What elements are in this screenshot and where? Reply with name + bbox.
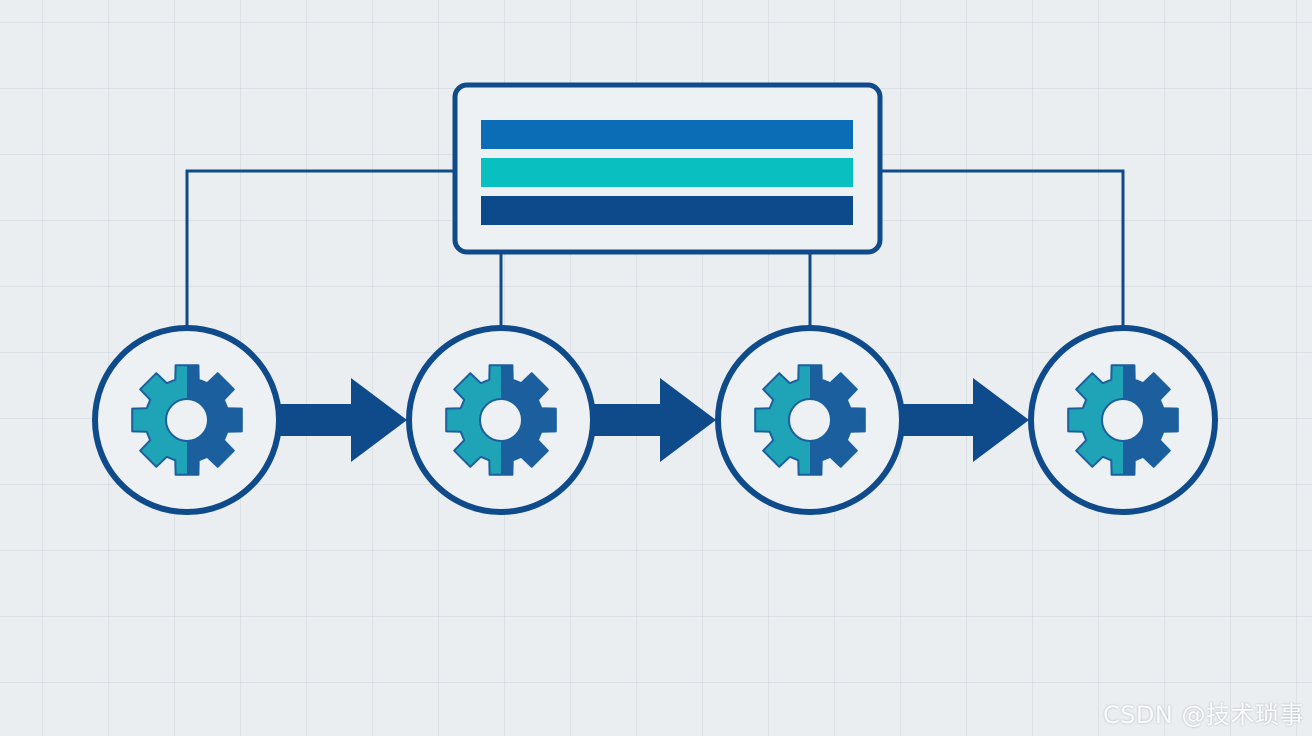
panel-bar-blue <box>481 120 853 149</box>
stacked-bars-icon <box>481 120 853 225</box>
arrow-gear-3-to-gear-4 <box>900 378 1029 462</box>
gear-hub-hole <box>165 398 209 442</box>
arrow-gear-1-to-gear-2 <box>277 378 407 462</box>
panel-bar-teal <box>481 158 853 187</box>
gear-nodes <box>92 325 1218 515</box>
watermark-text: CSDN @技术琐事 <box>1102 701 1304 729</box>
connector-panel-gear-4 <box>880 169 1125 326</box>
gear-hub-hole <box>1101 398 1145 442</box>
connector-lines <box>185 169 1125 326</box>
flow-arrows <box>277 378 1029 462</box>
gear-3 <box>715 325 905 515</box>
arrow-gear-2-to-gear-3 <box>591 378 716 462</box>
connector-panel-gear-1 <box>185 169 456 326</box>
gear-4 <box>1028 325 1218 515</box>
gear-hub-hole <box>479 398 523 442</box>
gear-hub-hole <box>788 398 832 442</box>
gear-1 <box>92 325 282 515</box>
panel-bar-navy <box>481 196 853 225</box>
top-panel <box>452 82 883 255</box>
gear-2 <box>406 325 596 515</box>
